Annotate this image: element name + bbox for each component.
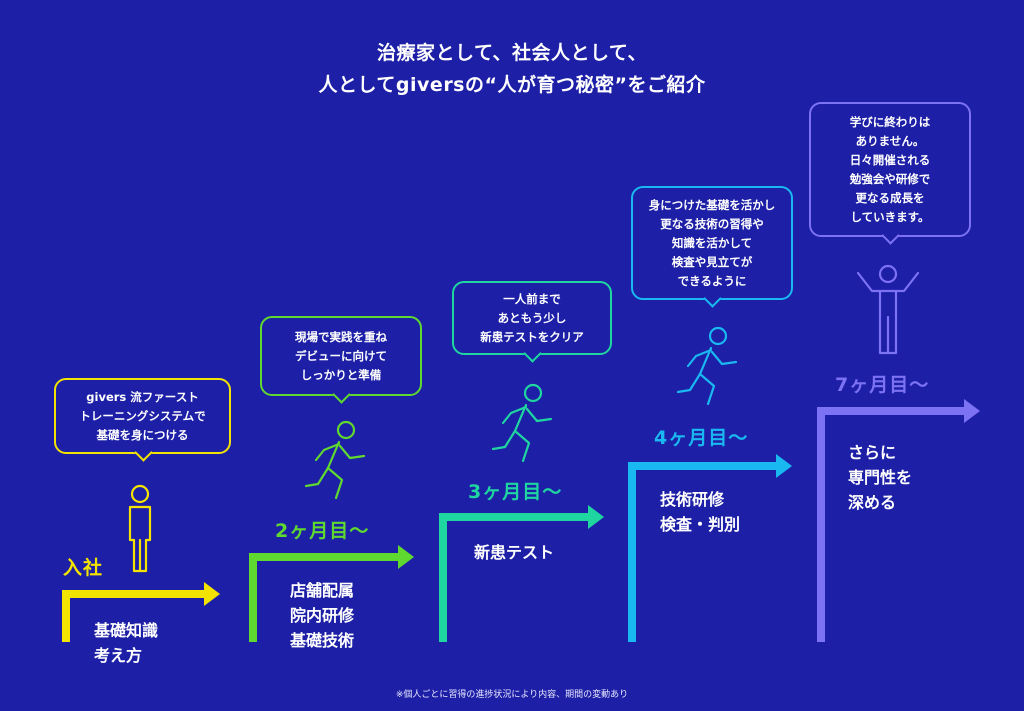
period-label-stage-3: 3ヶ月目〜 bbox=[468, 481, 563, 503]
bubble-text-stage-2: 現場で実践を重ね デビューに向けて しっかりと準備 bbox=[295, 329, 387, 382]
arrow-head-icon bbox=[776, 454, 792, 478]
bubble-text-stage-5: 学びに終わりは ありません。 日々開催される 勉強会や研修で 更なる成長を して… bbox=[849, 114, 931, 224]
content-label-stage-3: 新患テスト bbox=[474, 543, 555, 562]
content-label-stage-2: 店舗配属 院内研修 基礎技術 bbox=[290, 581, 355, 650]
bubble-stage-1: givers 流ファースト トレーニングシステムで 基礎を身につける bbox=[54, 378, 231, 462]
step-arrow-line bbox=[249, 553, 400, 642]
bubble-stage-2: 現場で実践を重ね デビューに向けて しっかりと準備 bbox=[260, 316, 422, 404]
running-person-icon bbox=[676, 326, 738, 406]
bubble-text-stage-4: 身につけた基礎を活かし 更なる技術の習得や 知識を活かして 検査や見立てが でき… bbox=[648, 197, 776, 288]
standing-person-icon bbox=[128, 484, 152, 573]
bubble-text-stage-1: givers 流ファースト トレーニングシステムで 基礎を身につける bbox=[79, 389, 206, 442]
period-label-stage-4: 4ヶ月目〜 bbox=[654, 427, 749, 449]
bubble-text-stage-3: 一人前まで あともう少し 新患テストをクリア bbox=[480, 291, 584, 344]
title-line-2: 人としてgiversの“人が育つ秘密”をご紹介 bbox=[318, 74, 706, 96]
content-label-stage-5: さらに 専門性を 深める bbox=[848, 443, 913, 512]
running-person-icon bbox=[491, 383, 553, 463]
arrow-head-icon bbox=[964, 399, 980, 423]
step-arrow-line bbox=[817, 407, 966, 642]
cheering-person-icon bbox=[856, 264, 920, 355]
arrow-head-icon bbox=[588, 505, 604, 529]
footnote: ※個人ごとに習得の進捗状況により内容、期間の変動あり bbox=[395, 690, 629, 700]
content-label-stage-1: 基礎知識 考え方 bbox=[94, 621, 159, 665]
period-label-stage-1: 入社 bbox=[63, 557, 104, 579]
period-label-stage-2: 2ヶ月目〜 bbox=[275, 520, 370, 542]
step-arrow-line bbox=[62, 590, 206, 642]
title-line-1: 治療家として、社会人として、 bbox=[377, 42, 647, 64]
bubble-stage-5: 学びに終わりは ありません。 日々開催される 勉強会や研修で 更なる成長を して… bbox=[809, 102, 971, 245]
bubble-stage-4: 身につけた基礎を活かし 更なる技術の習得や 知識を活かして 検査や見立てが でき… bbox=[631, 186, 793, 308]
bubble-stage-3: 一人前まで あともう少し 新患テストをクリア bbox=[452, 281, 612, 363]
arrow-head-icon bbox=[398, 545, 414, 569]
step-arrow-line bbox=[628, 462, 778, 642]
step-arrow-line bbox=[439, 513, 590, 642]
running-person-icon bbox=[304, 420, 366, 500]
period-label-stage-5: 7ヶ月目〜 bbox=[835, 374, 930, 396]
arrow-head-icon bbox=[204, 582, 220, 606]
content-label-stage-4: 技術研修 検査・判別 bbox=[660, 490, 741, 534]
